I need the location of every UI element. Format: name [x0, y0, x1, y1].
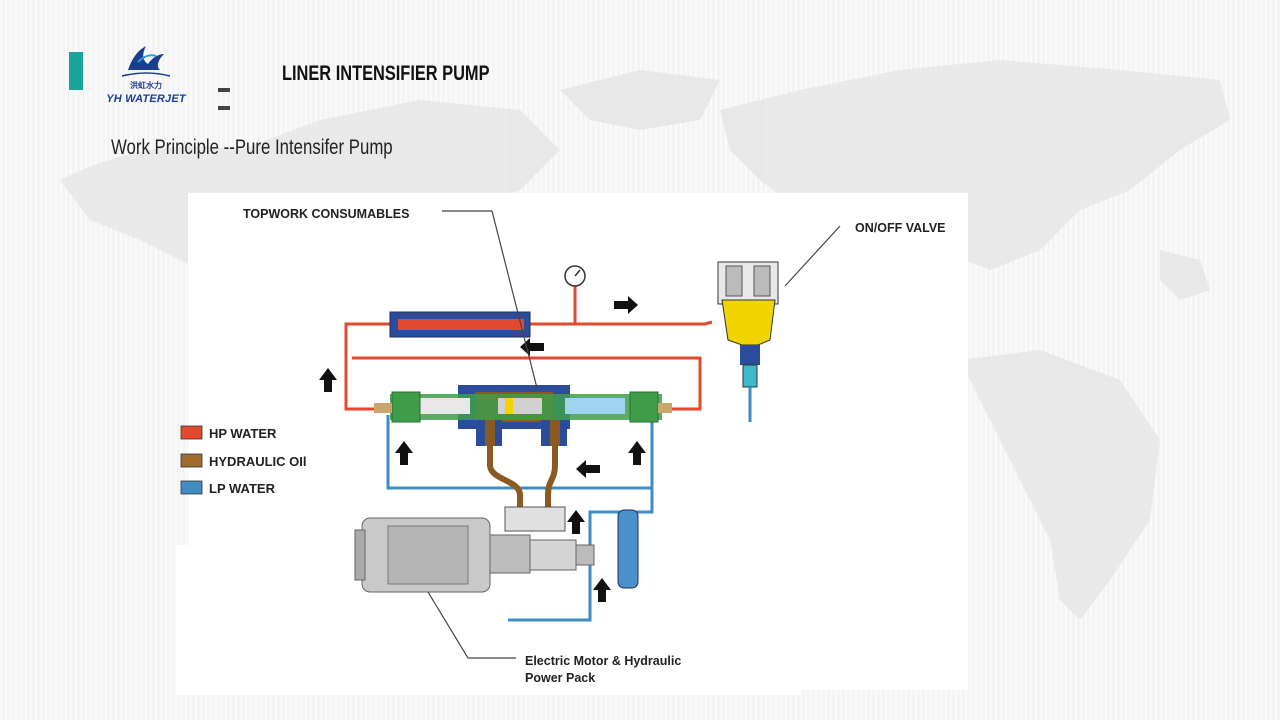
legend-label-hydraulic-oil: HYDRAULIC OIl: [209, 454, 307, 469]
title-accent-bar: [69, 52, 83, 90]
title-dashes: [218, 79, 252, 110]
arrow-up-icon: [319, 368, 337, 392]
arrow-up-icon: [593, 578, 611, 602]
hp-attenuator: [389, 311, 531, 338]
logo-brand-text: YH WATERJET: [106, 93, 186, 105]
page-title: LINER INTENSIFIER PUMP: [282, 62, 490, 85]
label-topwork-consumables: TOPWORK CONSUMABLES: [243, 207, 409, 221]
hp-water-lines: [344, 286, 713, 411]
legend-swatch-hp-water: [180, 425, 203, 440]
hydraulic-oil-lines: [487, 445, 558, 512]
electric-motor: [354, 506, 595, 593]
label-on-off-valve: ON/OFF VALVE: [855, 221, 946, 235]
arrow-up-icon: [395, 441, 413, 465]
arrow-up-icon: [628, 441, 646, 465]
intensifier-body: [374, 385, 672, 446]
leader-lines: [427, 210, 841, 659]
page-subtitle: Work Principle --Pure Intensifer Pump: [111, 136, 393, 159]
logo-emblem-icon: [121, 46, 171, 77]
lp-water-filter: [617, 509, 639, 589]
pressure-gauge-icon: [564, 265, 586, 287]
label-motor-line1: Electric Motor & Hydraulic: [525, 654, 681, 668]
legend-swatch-lp-water: [180, 480, 203, 495]
company-logo: 洪虹水力 YH WATERJET: [98, 40, 194, 108]
legend-swatch-hydraulic-oil: [180, 453, 203, 468]
legend: HP WATER HYDRAULIC OIl LP WATER: [180, 425, 307, 496]
arrow-left-icon: [576, 460, 600, 478]
arrow-up-icon: [567, 510, 585, 534]
label-motor-line2: Power Pack: [525, 671, 595, 685]
on-off-valve: [717, 261, 779, 422]
arrow-left-icon: [520, 338, 544, 356]
logo-chinese-text: 洪虹水力: [130, 81, 162, 90]
legend-label-lp-water: LP WATER: [209, 481, 276, 496]
legend-label-hp-water: HP WATER: [209, 426, 277, 441]
arrow-right-icon: [614, 296, 638, 314]
